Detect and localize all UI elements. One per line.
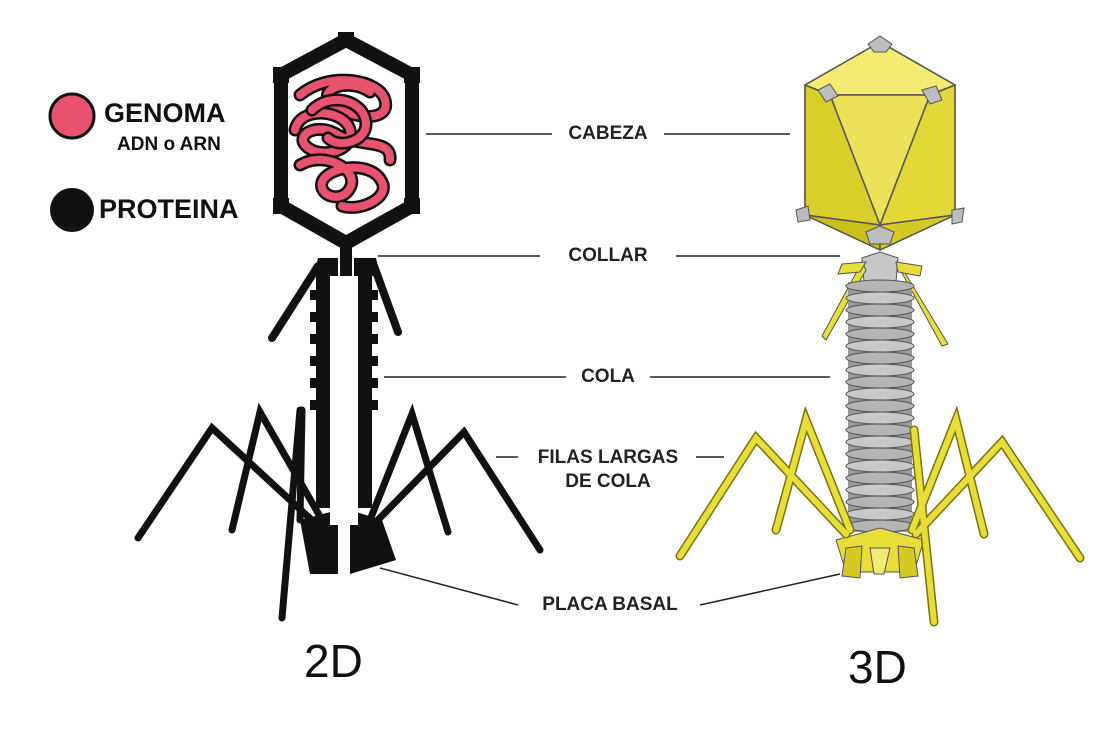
label-collar: COLLAR [568,245,648,266]
protein-legend-swatch [50,188,94,232]
label-tail-fibers: FILAS LARGAS DE COLA [520,446,696,494]
label-tail: COLA [581,366,635,387]
phage-2d-tail-fibers [134,402,544,622]
protein-legend-title: PROTEINA [99,194,239,224]
tail-ring [845,495,915,509]
phage-3d-base-plate [835,527,925,579]
view-label-3d: 3D [848,641,907,693]
view-label-2d: 2D [304,635,363,687]
tail-ring [845,375,915,389]
genome-legend-swatch [48,92,96,140]
phage-2d-genome [288,73,397,214]
tail-ring [845,315,915,329]
genome-legend-subtitle: ADN o ARN [117,134,221,155]
tail-ring [845,435,915,449]
tail-ring [845,507,915,521]
phage-3d-head [804,41,956,251]
tail-ring [845,447,915,461]
phage-2d-base-plate [300,510,338,574]
tail-ring [845,303,915,317]
tail-ring [845,339,915,353]
label-tail-fibers-line1: FILAS LARGAS [537,447,679,468]
label-head: CABEZA [568,123,648,144]
label-tail-fibers-line2: DE COLA [565,471,651,492]
phage-2d [134,32,544,622]
tail-ring [845,399,915,413]
tail-ring [845,423,915,437]
tail-ring [845,327,915,341]
genome-legend-title: GENOMA [104,98,226,128]
tail-ring [845,459,915,473]
tail-ring [845,471,915,485]
label-base-plate: PLACA BASAL [542,594,678,615]
tail-ring [845,363,915,377]
tail-ring [845,411,915,425]
tail-ring [845,291,915,305]
tail-ring [845,279,915,293]
tail-ring [845,483,915,497]
leader-lines [378,133,841,606]
phage-3d [675,35,1085,627]
phage-3d-tail [845,279,915,533]
tail-ring [845,387,915,401]
tail-ring [845,351,915,365]
